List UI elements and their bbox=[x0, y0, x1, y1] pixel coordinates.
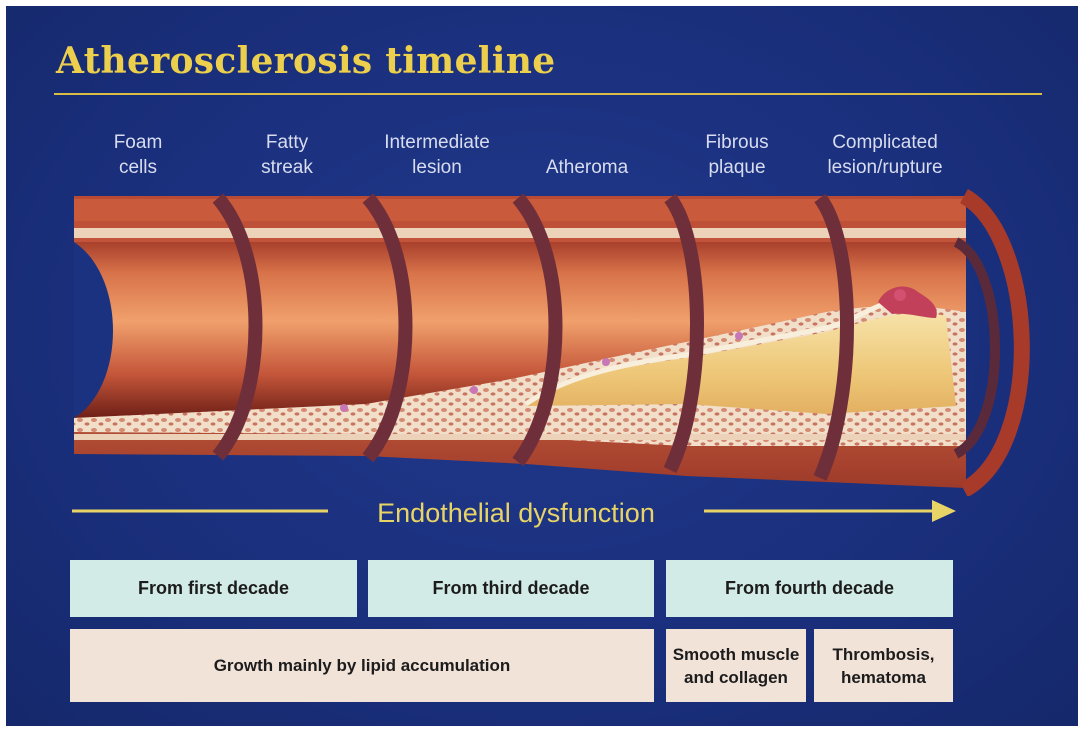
decade-box-fourth: From fourth decade bbox=[666, 560, 953, 617]
arrow-head bbox=[932, 500, 956, 522]
mechanism-box-thrombosis: Thrombosis, hematoma bbox=[814, 629, 953, 702]
decade-box-first: From first decade bbox=[70, 560, 357, 617]
mechanism-box-lipid: Growth mainly by lipid accumulation bbox=[70, 629, 654, 702]
progress-arrow-label: Endothelial dysfunction bbox=[336, 498, 696, 529]
progress-arrow bbox=[6, 6, 1078, 726]
slide-background: Atherosclerosis timeline Foam cells Fatt… bbox=[6, 6, 1078, 726]
mechanism-box-smooth-muscle: Smooth muscle and collagen bbox=[666, 629, 806, 702]
decade-box-third: From third decade bbox=[368, 560, 654, 617]
